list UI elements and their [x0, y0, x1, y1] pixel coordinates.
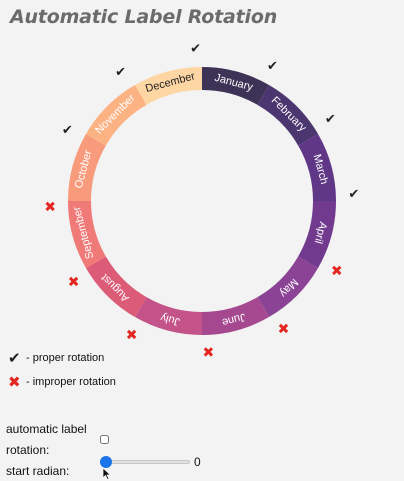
auto-rotation-checkbox[interactable] — [100, 435, 109, 444]
month-label-june: June — [221, 310, 247, 328]
check-icon: ✔ — [267, 59, 278, 74]
ring-segment-october — [68, 134, 106, 201]
slider-track[interactable] — [100, 460, 190, 464]
cross-icon: ✖ — [8, 374, 21, 391]
auto-rotation-label-line2: rotation: — [6, 442, 50, 457]
check-icon: ✔ — [325, 112, 336, 127]
check-icon: ✔ — [115, 65, 126, 80]
check-icon: ✔ — [62, 123, 73, 138]
controls-panel: automatic label rotation: start radian: — [6, 418, 109, 481]
ring-segment-june — [202, 297, 269, 335]
month-label-july: July — [159, 311, 181, 328]
legend-improper: ✖ - improper rotation — [8, 373, 116, 391]
ring-segment-august — [85, 256, 147, 318]
ring-segment-july — [135, 297, 202, 335]
auto-rotation-label-line1: automatic label — [6, 421, 87, 436]
ring-segment-february — [257, 84, 319, 146]
mouse-cursor-icon — [102, 468, 112, 480]
check-icon: ✔ — [8, 350, 21, 367]
start-radian-label: start radian: — [6, 463, 70, 478]
page-title: Automatic Label Rotation — [10, 6, 278, 28]
ring-segment-may — [257, 256, 319, 318]
cross-icon: ✖ — [126, 328, 138, 344]
ring-segment-april — [298, 201, 336, 268]
cross-icon: ✖ — [278, 321, 290, 337]
ring-segment-january — [202, 67, 269, 105]
check-icon: ✔ — [190, 42, 201, 57]
ring-segment-march — [298, 134, 336, 201]
cross-icon: ✖ — [68, 274, 80, 290]
cross-icon: ✖ — [331, 263, 343, 279]
ring-segment-september — [68, 201, 106, 268]
legend-proper: ✔ - proper rotation — [8, 349, 104, 367]
cross-icon: ✖ — [202, 345, 214, 361]
cross-icon: ✖ — [44, 199, 56, 215]
check-icon: ✔ — [348, 187, 359, 202]
legend-improper-text: - improper rotation — [26, 376, 116, 388]
month-label-april: April — [312, 221, 329, 245]
ring-segment-november — [85, 84, 147, 146]
start-radian-value: 0 — [194, 455, 201, 469]
start-radian-slider[interactable] — [100, 456, 190, 468]
slider-thumb[interactable] — [100, 456, 112, 468]
ring-segment-december — [135, 67, 202, 105]
legend-proper-text: - proper rotation — [26, 352, 105, 364]
